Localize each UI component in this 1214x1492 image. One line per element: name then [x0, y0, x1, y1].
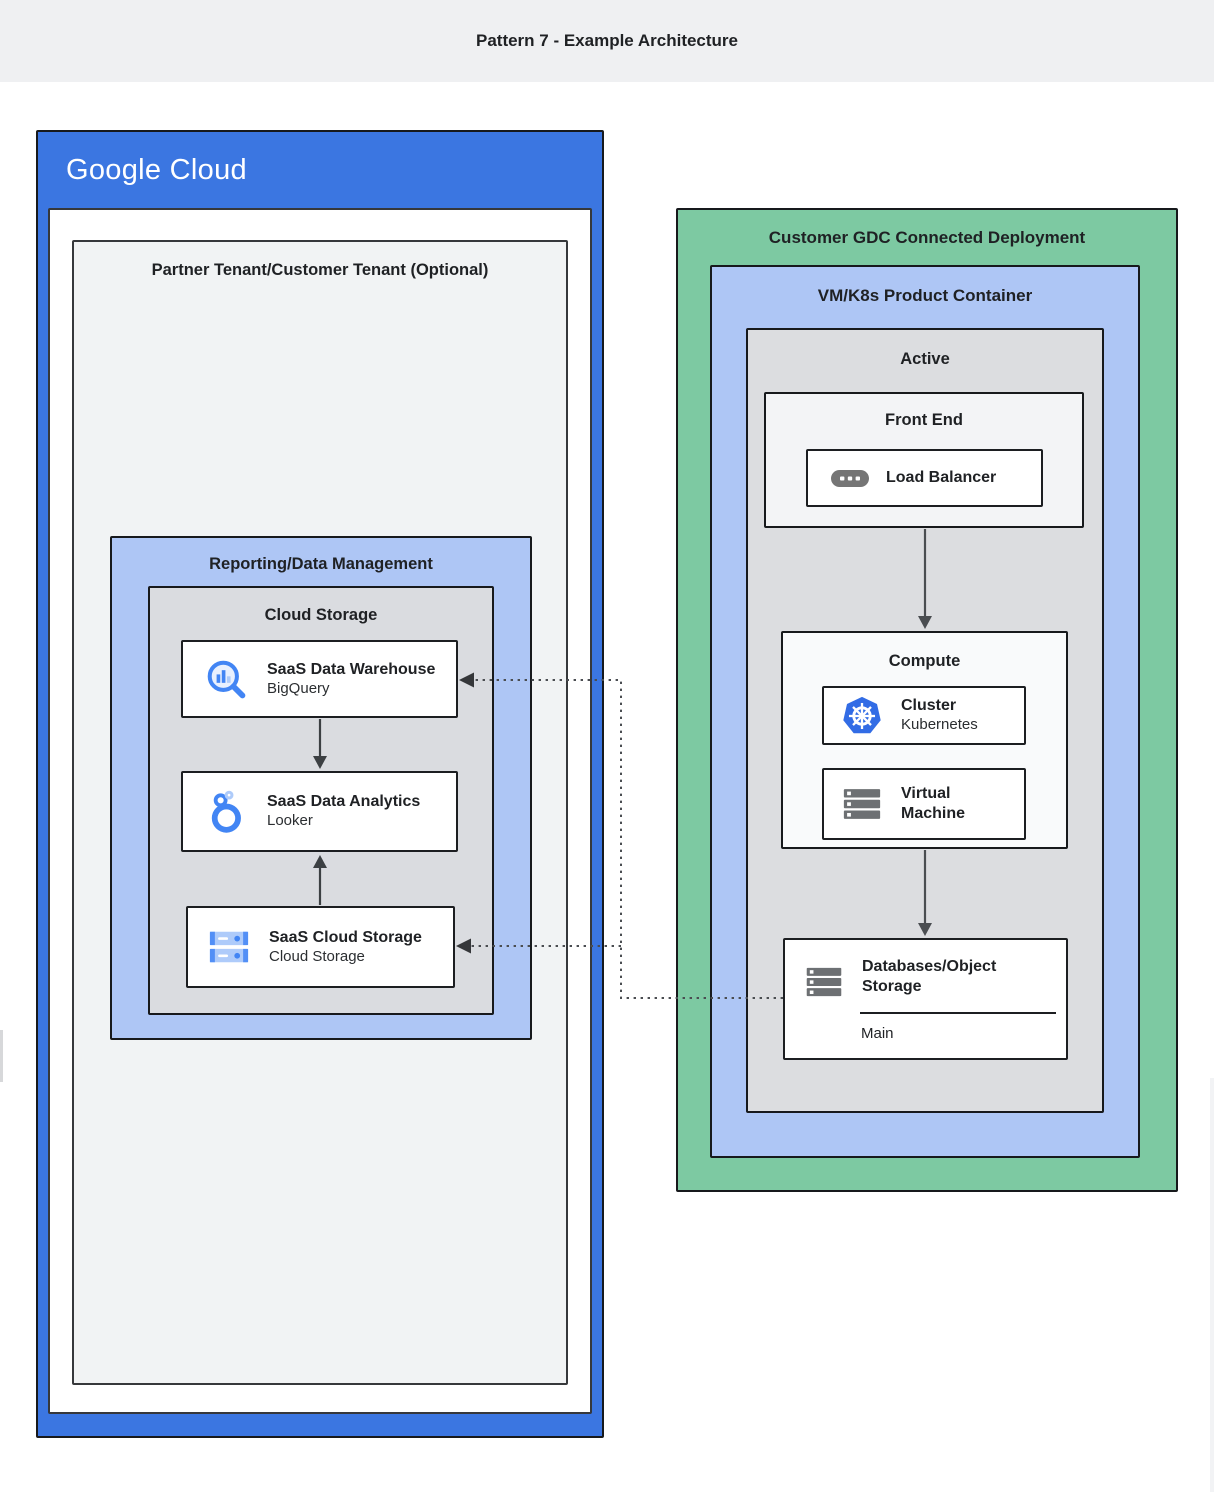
saas-cloud-storage-subtitle: Cloud Storage — [269, 947, 365, 965]
saas-data-analytics-card: SaaS Data Analytics Looker — [181, 771, 458, 852]
databases-object-storage-title: Databases/Object Storage — [862, 958, 997, 995]
cloud-storage-icon — [206, 926, 252, 968]
saas-cloud-storage-title: SaaS Cloud Storage — [269, 928, 422, 946]
right-edge-artifact — [1210, 1078, 1214, 1492]
cluster-card: Cluster Kubernetes — [822, 686, 1026, 745]
load-balancer-card: Load Balancer — [806, 449, 1043, 507]
saas-data-analytics-subtitle: Looker — [267, 812, 313, 830]
cloud-storage-zone-label: Cloud Storage — [264, 606, 378, 624]
partner-tenant-label: Partner Tenant/Customer Tenant (Optional… — [151, 261, 489, 279]
databases-main-label: Main — [861, 1025, 894, 1042]
diagram-title-bar: Pattern 7 - Example Architecture — [0, 0, 1214, 82]
gdc-deployment-label: Customer GDC Connected Deployment — [768, 228, 1086, 247]
vmk8s-container-label: VM/K8s Product Container — [817, 286, 1033, 305]
saas-data-analytics-title: SaaS Data Analytics — [267, 793, 421, 811]
bigquery-icon — [203, 656, 249, 702]
load-balancer-icon — [830, 469, 870, 488]
cluster-title: Cluster — [901, 697, 957, 715]
diagram-title: Pattern 7 - Example Architecture — [475, 31, 738, 50]
load-balancer-title: Load Balancer — [886, 469, 997, 486]
saas-data-warehouse-title: SaaS Data Warehouse — [267, 660, 436, 678]
compute-label: Compute — [888, 652, 961, 670]
left-edge-artifact — [0, 1030, 3, 1082]
front-end-label: Front End — [885, 411, 963, 429]
databases-card-divider — [860, 1012, 1056, 1014]
virtual-machine-title: Virtual Machine — [901, 785, 966, 822]
object-storage-icon — [802, 962, 846, 1002]
saas-data-warehouse-card: SaaS Data Warehouse BigQuery — [181, 640, 458, 718]
kubernetes-icon — [839, 693, 885, 739]
reporting-data-management-label: Reporting/Data Management — [209, 555, 433, 573]
active-zone-label: Active — [900, 350, 950, 368]
saas-cloud-storage-card: SaaS Cloud Storage Cloud Storage — [186, 906, 455, 988]
virtual-machine-card: Virtual Machine — [822, 768, 1026, 840]
virtual-machine-icon — [839, 783, 885, 825]
cluster-subtitle: Kubernetes — [901, 716, 978, 734]
google-cloud-logo: Google Cloud — [66, 154, 247, 186]
databases-object-storage-card: Databases/Object Storage — [783, 938, 1068, 1060]
looker-icon — [203, 789, 249, 835]
saas-data-warehouse-subtitle: BigQuery — [267, 679, 330, 697]
